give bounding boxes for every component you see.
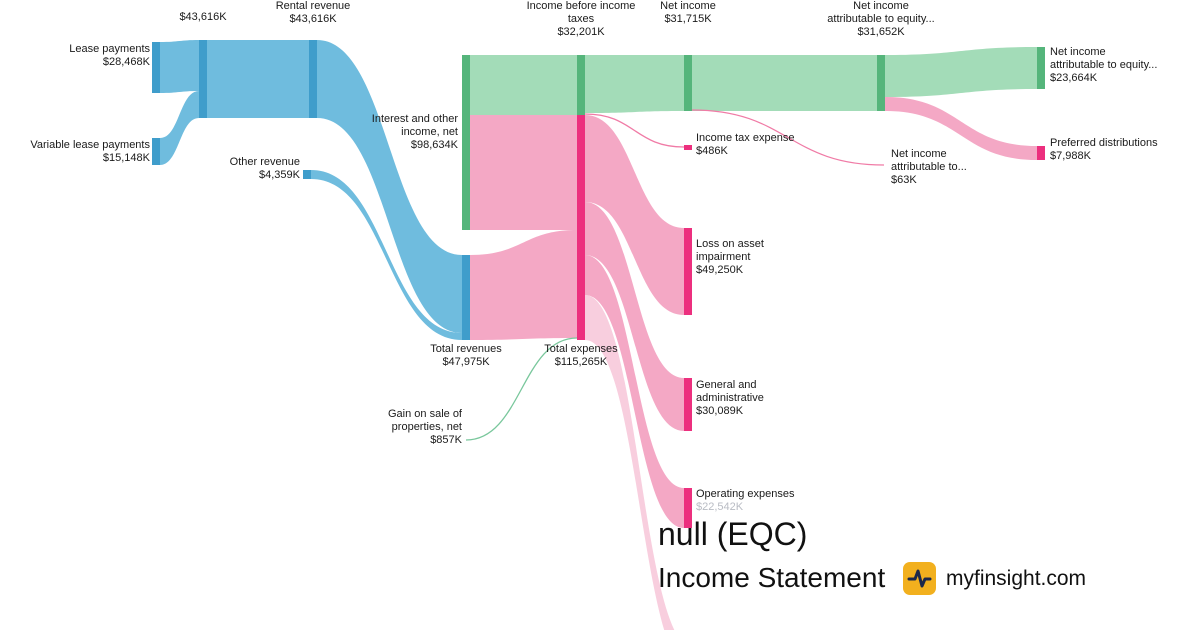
flow-ibt-netincome (585, 55, 684, 113)
flow-niequity-preferred (885, 97, 1037, 160)
brand-text: myfinsight.com (946, 566, 1087, 590)
flow-netincome-niequity (692, 55, 877, 111)
label-variable_lease_payments: Variable lease payments$15,148K (30, 139, 150, 164)
flow-netincome-noncontrolling (691, 109, 885, 166)
flow-expenses-ga (585, 202, 684, 431)
brand-pulse-icon (903, 562, 936, 595)
node-ni_attr_equity (877, 55, 885, 111)
node-income_before_taxes (577, 55, 585, 115)
flow-expenses-loss (585, 115, 684, 315)
label-net_income: Net income$31,715K (660, 0, 716, 25)
brand: myfinsight.com (903, 562, 1086, 595)
flow-other-totalrev (311, 170, 462, 340)
label-total_expenses: Total expenses$115,265K (544, 343, 618, 368)
node-total_expenses (577, 115, 585, 340)
node-income_tax_expense (684, 145, 692, 150)
label-preferred_distributions: Preferred distributions$7,988K (1050, 137, 1158, 162)
pulse-line (907, 569, 932, 588)
node-interest_other_income (462, 55, 470, 230)
node-lease_payments (152, 42, 160, 93)
flow-interest-ibt (470, 55, 577, 115)
flow-lease-merge (160, 40, 199, 93)
flow-niequity-common (885, 47, 1037, 97)
flow-rental-totalrev (317, 40, 462, 333)
node-rental_revenue (309, 40, 317, 118)
node-loss_asset_impairment (684, 228, 692, 315)
flow-totalrev-expenses (470, 230, 577, 340)
node-other_revenue (303, 170, 311, 179)
node-variable_lease_payments (152, 138, 160, 165)
statement-subtitle: Income Statement (658, 562, 886, 593)
node-general_administrative (684, 378, 692, 431)
label-merge_value: $43,616K (179, 11, 227, 23)
node-net_income (684, 55, 692, 111)
flow-expenses-offscreen (585, 295, 675, 630)
label-operating_expenses: Operating expenses$22,542K (696, 488, 795, 513)
label-income_tax_expense: Income tax expense$486K (696, 132, 794, 157)
node-operating_expenses (684, 488, 692, 528)
company-title: null (EQC) (658, 516, 808, 552)
flow-ibt-tax (584, 113, 685, 148)
flow-varlease-merge (160, 91, 199, 165)
flow-merge-rental (207, 40, 309, 118)
flow-interest-expenses (470, 115, 577, 230)
label-total_revenues: Total revenues$47,975K (430, 343, 502, 368)
node-merge (199, 40, 207, 118)
flow-expenses-opex (585, 255, 684, 528)
label-other_revenue: Other revenue$4,359K (230, 156, 301, 181)
node-ni_attr_common (1037, 47, 1045, 89)
flow-gain-expenses (465, 337, 578, 441)
label-rental_revenue: Rental revenue$43,616K (276, 0, 351, 25)
node-preferred_distributions (1037, 146, 1045, 160)
node-total_revenues (462, 255, 470, 340)
label-lease_payments: Lease payments$28,468K (69, 43, 150, 68)
